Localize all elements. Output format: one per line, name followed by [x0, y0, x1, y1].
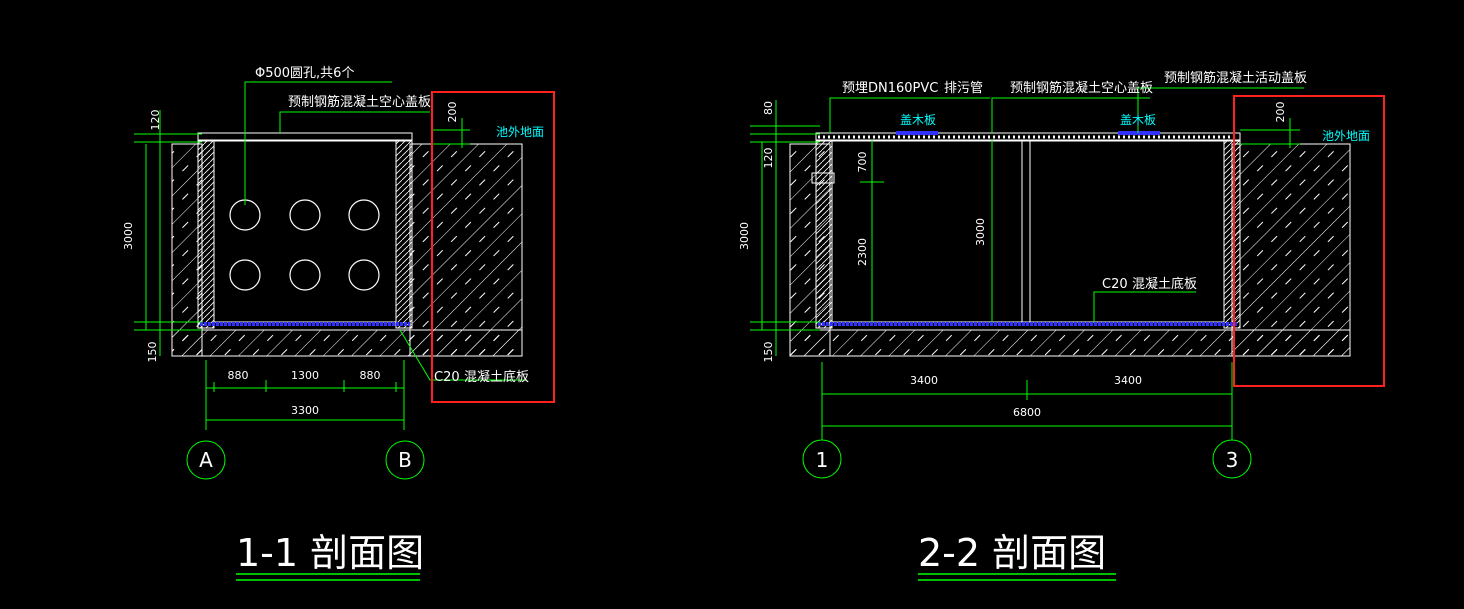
dim-left-1: 880 [228, 369, 249, 382]
dim-top-cover-2: 80 [762, 101, 775, 115]
dim-lower-2: 2300 [856, 238, 869, 266]
highlight-box-1 [431, 91, 555, 403]
wall-left-1 [197, 139, 215, 329]
dim-top-cover-1: 120 [149, 110, 162, 131]
wood-cover-label-1: 盖木板 [900, 113, 936, 127]
highlight-box-2 [1233, 95, 1385, 387]
axis-circle-3 [1212, 439, 1252, 479]
dim-middle-1: 1300 [291, 369, 319, 382]
dim-right-2: 3400 [1114, 374, 1142, 387]
soil-right-1 [409, 143, 523, 357]
cover-slab-1 [197, 132, 413, 142]
base-grade-1: C20 [434, 370, 460, 385]
axis-label-b: B [398, 448, 412, 472]
dim-ground-1: 200 [446, 102, 459, 123]
dim-total-1: 3300 [291, 404, 319, 417]
dim-base-1: 150 [146, 342, 159, 363]
base-label-1: 混凝土底板 [464, 369, 529, 385]
dim-left-2: 3400 [910, 374, 938, 387]
axis-circle-b [385, 440, 425, 480]
pipe-label-2: 预埋DN160PVC [842, 81, 938, 96]
soil-bottom-1 [171, 329, 523, 357]
movable-cover-label-2: 预制钢筋混凝土活动盖板 [1164, 70, 1307, 86]
ground-label-1: 池外地面 [496, 125, 544, 139]
axis-circle-a [186, 440, 226, 480]
drain-label-2: 排污管 [944, 81, 983, 96]
base-label-2: 混凝土底板 [1132, 276, 1197, 292]
cover-label-2: 预制钢筋混凝土空心盖板 [1010, 80, 1153, 96]
dim-top-wall-2: 120 [762, 148, 775, 169]
section-2-2: 1 3 预埋DN160PVC 排污管 预制钢筋混凝土空心盖板 预制钢筋混凝土活动… [738, 70, 1385, 581]
holes-label-1: Φ500圆孔,共6个 [255, 66, 354, 81]
soil-left-1 [171, 143, 203, 357]
wall-right-1 [395, 139, 413, 329]
dim-inner-height-2: 3000 [974, 218, 987, 246]
dim-total-2: 6800 [1013, 406, 1041, 419]
dim-pipe-depth-2: 700 [856, 152, 869, 173]
dim-base-2: 150 [762, 342, 775, 363]
dim-height-2: 3000 [738, 222, 751, 250]
section-title-2: 2-2 剖面图 [918, 531, 1106, 575]
drain-pipe-2 [811, 172, 835, 184]
dim-height-1: 3000 [122, 222, 135, 250]
base-grade-2: C20 [1102, 277, 1128, 292]
dim-ground-2: 200 [1274, 102, 1287, 123]
wall-right-2 [1223, 139, 1241, 329]
cover-slab-2 [815, 132, 1241, 142]
wood-cover-label-2: 盖木板 [1120, 113, 1156, 127]
cover-label-1: 预制钢筋混凝土空心盖板 [288, 94, 431, 110]
section-1-1: A B Φ500圆孔,共6个 预制钢筋混凝土空心盖板 池外地面 C20 混凝土底… [122, 66, 555, 581]
tank-interior-2 [831, 139, 1225, 323]
soil-bottom-2 [789, 329, 1351, 357]
dim-right-1: 880 [360, 369, 381, 382]
axis-label-1: 1 [816, 448, 829, 472]
axis-circle-1 [802, 439, 842, 479]
holes-1 [229, 199, 380, 291]
soil-right-2 [1231, 143, 1351, 357]
ground-label-2: 池外地面 [1322, 129, 1370, 143]
section-title-1: 1-1 剖面图 [236, 531, 424, 575]
axis-label-a: A [199, 448, 213, 472]
wall-left-2 [815, 139, 833, 329]
tank-interior-1 [213, 139, 397, 323]
axis-label-3: 3 [1226, 448, 1239, 472]
